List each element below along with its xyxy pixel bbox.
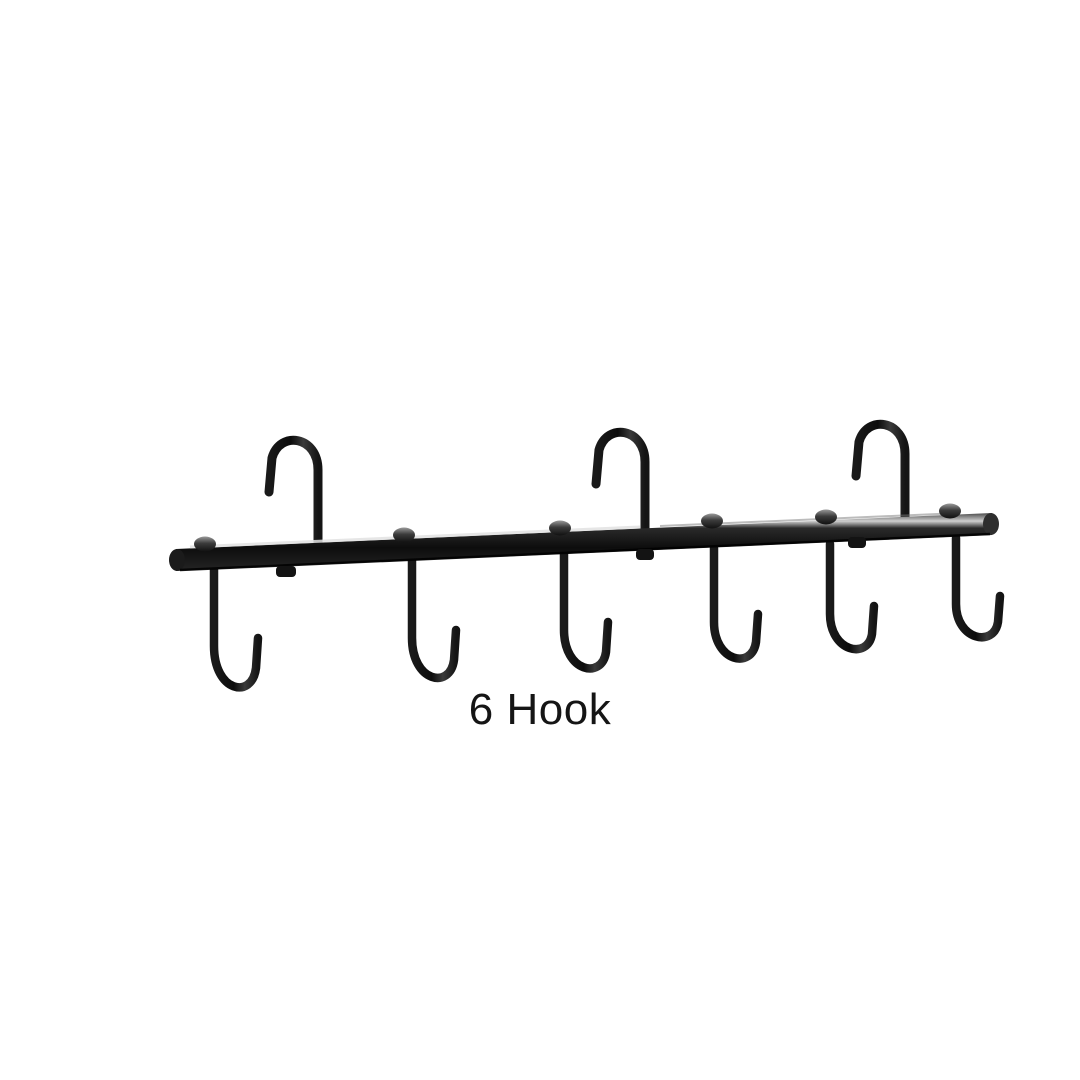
attachment-tab-group	[276, 537, 866, 577]
bottom-hook-5	[825, 539, 879, 654]
mounting-rivet-6	[939, 503, 961, 519]
bottom-hook-6	[951, 533, 1005, 642]
mounting-rivet-2	[393, 527, 415, 543]
bar-cap-right	[983, 513, 999, 535]
attachment-tab-2	[636, 549, 654, 560]
bar-tube	[176, 513, 992, 571]
bottom-hook-3	[559, 547, 613, 673]
mounting-rivet-3	[549, 520, 571, 536]
top-hook-cane-1	[264, 435, 323, 561]
bottom-hook-1	[209, 551, 263, 692]
bottom-hook-4	[709, 543, 763, 663]
mounting-rivet-1	[194, 536, 216, 552]
mounting-rivet-4	[701, 513, 723, 529]
rivet-group	[194, 503, 961, 552]
mounting-rivet-5	[815, 509, 837, 525]
top-hook-cane-2	[591, 427, 650, 549]
top-hook-group	[264, 419, 910, 561]
horizontal-bar	[169, 512, 999, 572]
bar-cap-left	[169, 549, 185, 571]
top-hook-cane-3	[851, 419, 910, 539]
bottom-hook-2	[407, 551, 461, 682]
bottom-hook-group	[209, 533, 1005, 692]
attachment-tab-1	[276, 566, 296, 577]
attachment-tab-3	[848, 537, 866, 548]
